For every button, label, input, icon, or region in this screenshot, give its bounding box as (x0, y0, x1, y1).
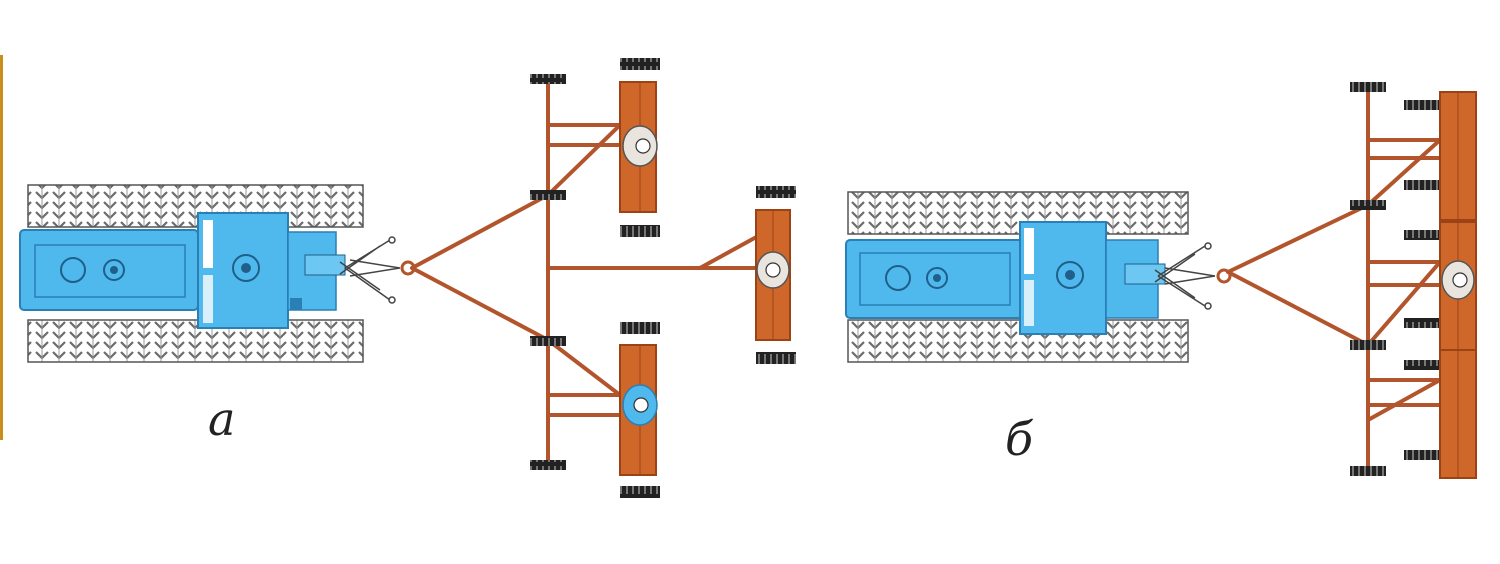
scheme-b (845, 82, 1477, 479)
hitch-frame-b (1226, 86, 1448, 474)
implement-middle-a (755, 186, 796, 364)
scheme-a (19, 58, 796, 498)
frame-wheels-a (530, 74, 566, 470)
track-top-b (847, 191, 1189, 235)
implement-top-a (619, 58, 660, 237)
filler-cap-icon (60, 257, 86, 283)
frame-wheels-b (1350, 82, 1440, 476)
track-top-a (27, 184, 364, 228)
tractor-b (845, 191, 1189, 363)
cabin-b (1019, 221, 1107, 335)
caption-b: б (1005, 412, 1034, 466)
implement-bottom-a (619, 322, 660, 498)
hitch-frame-a (410, 78, 762, 467)
tractor-a (19, 184, 364, 363)
track-bottom-a (27, 319, 364, 363)
hitch-icon (1154, 242, 1232, 310)
hitch-icon (339, 236, 416, 304)
track-bottom-b (847, 319, 1189, 363)
implement-gang-b (1439, 91, 1477, 479)
caption-a: а (208, 392, 236, 446)
tractor-body-a (19, 229, 199, 311)
left-edge-bar (0, 55, 3, 440)
